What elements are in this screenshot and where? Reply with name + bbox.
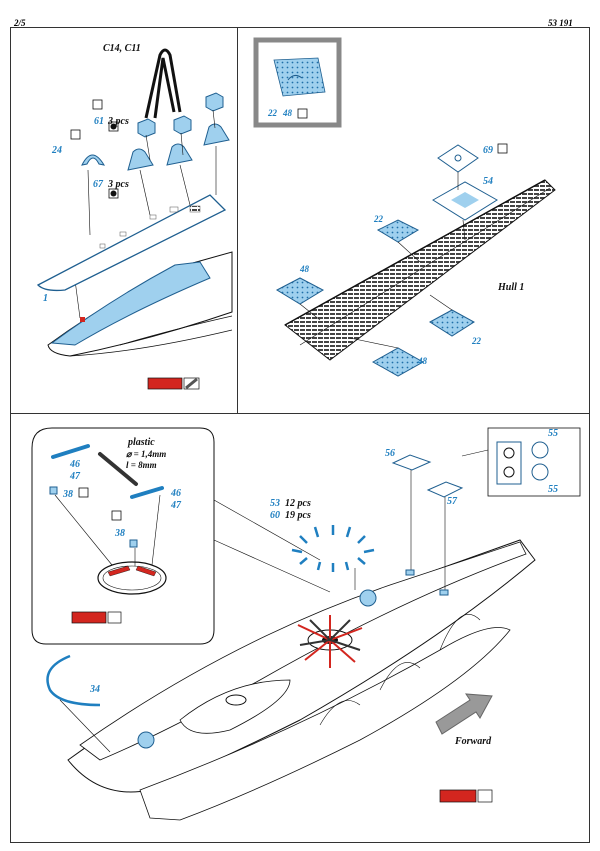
qty-67-label: 3 pcs [107,179,129,190]
deck-fret-details [99,205,201,249]
part-24-clip [81,154,106,166]
part-48-label-a: 48 [299,264,310,274]
part-55-label-b: 55 [548,484,558,495]
diameter-label: ⌀ = 1,4mm [126,449,166,459]
part-69 [437,144,479,173]
part-22-label-a: 22 [373,214,384,224]
part-brackets-top [127,92,230,171]
part-56 [391,454,432,471]
part-46-47-b [130,486,164,499]
part-24-label: 24 [51,145,62,156]
radial-bars-53-60 [297,615,363,668]
part-53-60-ring [291,525,375,572]
leader-lines-top-right [299,241,453,349]
paint-swatch-red [147,377,183,390]
part-55-label-a: 55 [548,428,558,439]
part-57-label: 57 [447,496,458,507]
conning-oval [179,679,291,734]
qty-60-label: 19 pcs [285,510,311,521]
bend-icon-69 [497,143,508,154]
part-61-label: 61 [94,116,104,127]
part-55-b [531,463,549,481]
hull-1-deck [284,179,556,361]
leader-lines-bubble [54,494,161,566]
part-34-label: 34 [89,684,100,695]
part-67-label: 67 [93,179,104,190]
hatch-ring [97,561,167,595]
part-1-deck-fret [36,194,227,292]
part-46-label-b: 46 [170,488,181,499]
part-48-label-b: 48 [417,356,428,366]
paint-swatch-texture-b2 [477,789,493,803]
hatch-disc-blue [359,589,377,607]
instruction-frame [10,27,590,843]
forward-label: Forward [454,736,492,747]
bend-icon-38a [78,487,89,498]
qty-53-label: 12 pcs [285,498,311,509]
detail-bubble [31,427,215,645]
inset-22-label: 22 [267,108,278,118]
part-38-label-b: 38 [114,528,125,539]
hull-deck-painted [50,261,211,346]
bend-icon-38b [111,510,122,521]
panel-divider-vertical [237,27,238,414]
part-57 [426,481,464,498]
qty-61-label: 3 pcs [107,116,129,127]
paint-swatch-red-b1 [71,611,107,624]
forward-arrow [435,693,493,735]
kit-code: 53 191 [548,18,573,28]
inset-48-label: 48 [282,108,293,118]
paint-swatch-texture-b1 [107,611,122,624]
part-54-label: 54 [483,176,493,187]
part-38-label-a: 38 [62,489,73,500]
part-60-label: 60 [270,510,280,521]
part-22-label-b: 22 [471,336,482,346]
part-38-b [129,539,138,548]
hatch-red-parts [107,565,157,577]
part-46-47-a [51,444,90,459]
plates-22-48 [275,219,475,377]
part-56-label: 56 [385,448,395,459]
plastic-rod [98,452,138,486]
inset-bend-icon [297,108,308,119]
part-47-label-b: 47 [170,500,182,511]
part-34-wire [46,654,101,707]
icon-glyphs [110,123,117,197]
part-47-label-a: 47 [69,471,81,482]
part-38-a [49,486,58,495]
part-53-label: 53 [270,498,280,509]
part-1-label: 1 [43,293,48,304]
part-46-label-a: 46 [69,459,80,470]
paint-swatch-red-b2 [439,789,477,803]
c14-c11-rails [144,48,182,119]
page-number: 2/5 [14,18,26,28]
submarine-lower-hull [139,627,511,821]
panel-divider-horizontal [10,413,590,414]
part-c14-c11-label: C14, C11 [103,43,141,54]
part-69-label: 69 [483,145,493,156]
leader-lines-top-left [74,109,217,319]
red-marker-deck [80,317,85,322]
plastic-label: plastic [127,437,155,448]
part-55-a [531,441,549,459]
length-label: l = 8mm [126,460,157,470]
hull-1-label: Hull 1 [497,282,524,293]
hull-lines [69,315,233,357]
rear-disc-blue [137,731,155,749]
